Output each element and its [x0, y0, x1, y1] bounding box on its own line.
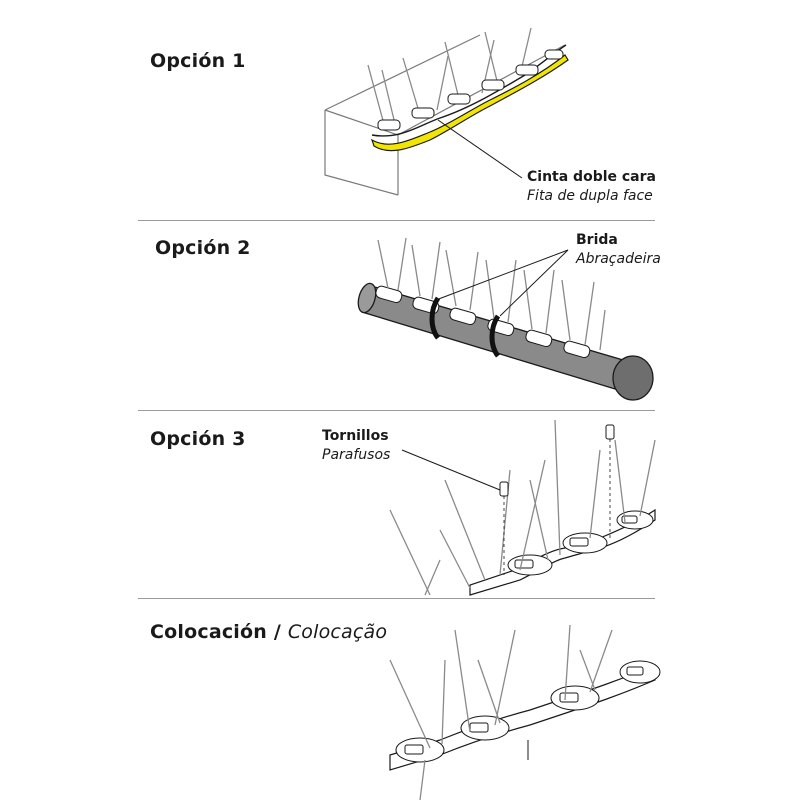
- spikes: [389, 419, 656, 596]
- screws-callout: Tornillos Parafusos: [322, 427, 390, 465]
- divider-2: [138, 410, 655, 411]
- spike-strip-base: [371, 44, 567, 137]
- pipe-end-right: [612, 355, 654, 401]
- divider-3: [138, 598, 655, 599]
- pipe: [361, 284, 641, 393]
- brida-label-es: Brida: [576, 232, 618, 248]
- placement-title-separator: /: [273, 621, 281, 643]
- screw-leader-line: [401, 449, 501, 491]
- placement-title-es: Colocación: [150, 621, 268, 643]
- screws-label-es: Tornillos: [322, 428, 389, 444]
- tape-label-es: Cinta doble cara: [527, 169, 656, 185]
- placement-illustration: [389, 624, 661, 800]
- brida-callout: Brida Abraçadeira: [576, 231, 661, 269]
- brida-label-pt: Abraçadeira: [576, 251, 661, 267]
- pipe-end-left: [357, 282, 377, 314]
- option-2-illustration: [357, 237, 654, 401]
- option-2-title: Opción 2: [155, 237, 251, 259]
- tape-leader-line: [437, 119, 523, 179]
- spikes: [377, 237, 606, 351]
- spike-strip-base: [469, 508, 656, 596]
- screws-label-pt: Parafusos: [322, 447, 391, 463]
- spikes: [389, 624, 613, 800]
- placement-title: Colocación / Colocação: [150, 621, 387, 643]
- option-3-title: Opción 3: [150, 428, 246, 450]
- cable-ties: [429, 296, 501, 358]
- brida-leader-lines: [435, 249, 569, 317]
- tape-callout: Cinta doble cara Fita de dupla face: [527, 168, 656, 206]
- double-sided-tape: [370, 54, 569, 152]
- screw-guides: [503, 439, 611, 575]
- divider-1: [138, 220, 655, 221]
- option-1-illustration: [324, 27, 569, 196]
- placement-title-pt: Colocação: [287, 621, 388, 643]
- strip-segments: [507, 510, 654, 576]
- option-1-title: Opción 1: [150, 50, 246, 72]
- tape-label-pt: Fita de dupla face: [527, 188, 653, 204]
- strip-segments: [395, 660, 661, 763]
- option-3-illustration: [389, 419, 656, 596]
- strip-segments: [377, 49, 564, 131]
